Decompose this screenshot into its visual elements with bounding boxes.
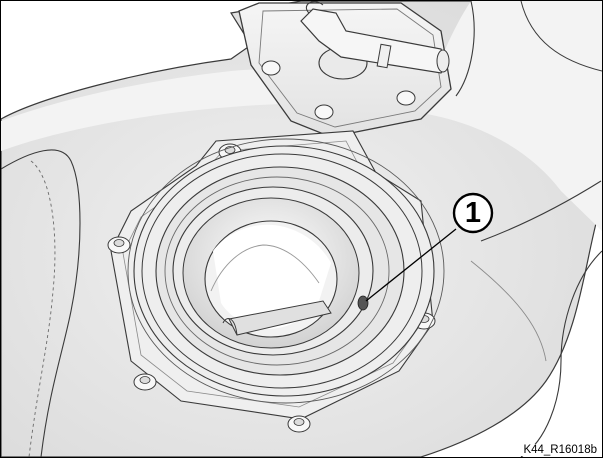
- pump-plate: [238, 1, 452, 138]
- callout-number: 1: [464, 197, 482, 229]
- filler-neck: [127, 138, 445, 404]
- figure-code: K44_R16018b: [521, 444, 599, 456]
- callout-1: [365, 192, 494, 302]
